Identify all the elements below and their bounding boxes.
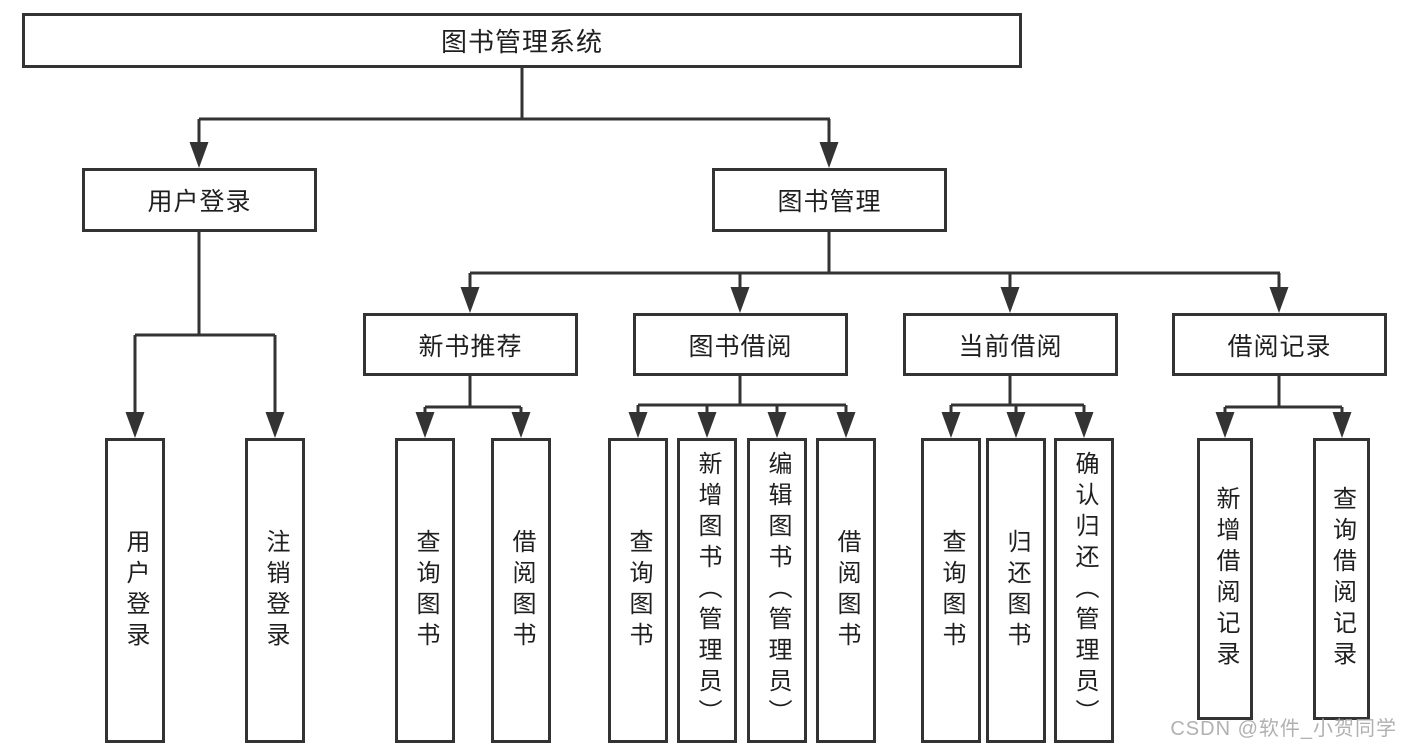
- leaf-label: 查询借阅记录: [1328, 486, 1356, 672]
- arrowhead-icon: [189, 142, 209, 168]
- leaf-label: 用户登录: [122, 528, 149, 653]
- leaf-borrow-books: 借阅图书: [816, 438, 876, 743]
- node-library-management-system: 图书管理系统: [22, 13, 1022, 68]
- leaf-label: 查询图书: [938, 528, 965, 653]
- arrowhead-icon: [1269, 287, 1289, 313]
- leaf-edit-book-admin: 编辑图书（管理员）: [747, 438, 807, 743]
- node-book-management: 图书管理: [712, 168, 947, 232]
- leaf-query-books-recommend: 查询图书: [395, 438, 455, 743]
- node-book-borrowing: 图书借阅: [633, 313, 848, 376]
- node-label: 用户登录: [147, 188, 252, 216]
- arrowhead-icon: [265, 412, 285, 438]
- node-label: 图书管理: [777, 188, 882, 216]
- leaf-add-borrow-record: 新增借阅记录: [1197, 438, 1253, 720]
- arrowhead-icon: [1332, 412, 1352, 438]
- leaf-label: 归还图书: [1003, 528, 1030, 653]
- node-user-login: 用户登录: [82, 168, 317, 232]
- arrowhead-icon: [730, 287, 750, 313]
- arrowhead-icon: [415, 412, 435, 438]
- arrowhead-icon: [125, 412, 145, 438]
- arrowhead-icon: [460, 287, 480, 313]
- leaf-add-book-admin: 新增图书（管理员）: [677, 438, 737, 743]
- arrowhead-icon: [1000, 287, 1020, 313]
- leaf-label: 借阅图书: [508, 528, 535, 653]
- node-label: 当前借阅: [958, 332, 1063, 361]
- leaf-label: 编辑图书（管理员）: [764, 451, 791, 730]
- leaf-label: 确认归还（管理员）: [1071, 451, 1098, 730]
- node-current-borrowing: 当前借阅: [903, 313, 1118, 376]
- arrowhead-icon: [767, 412, 787, 438]
- leaf-label: 注销登录: [262, 528, 289, 653]
- node-new-book-recommend: 新书推荐: [363, 313, 578, 376]
- arrowhead-icon: [511, 412, 531, 438]
- arrowhead-icon: [1215, 412, 1235, 438]
- arrowhead-icon: [628, 412, 648, 438]
- arrowhead-icon: [1074, 412, 1094, 438]
- leaf-query-books-borrow: 查询图书: [608, 438, 668, 743]
- leaf-confirm-return-admin: 确认归还（管理员）: [1054, 438, 1114, 743]
- arrowhead-icon: [836, 412, 856, 438]
- leaf-label: 新增图书（管理员）: [694, 451, 721, 730]
- leaf-label: 查询图书: [412, 528, 439, 653]
- leaf-label: 借阅图书: [833, 528, 860, 653]
- node-borrowing-records: 借阅记录: [1172, 313, 1387, 376]
- node-label: 图书借阅: [688, 332, 793, 361]
- leaf-query-borrow-record: 查询借阅记录: [1313, 438, 1370, 720]
- leaf-logout-login: 注销登录: [245, 438, 305, 743]
- csdn-watermark: CSDN @软件_小贺同学: [1170, 718, 1397, 740]
- leaf-return-book: 归还图书: [986, 438, 1046, 743]
- leaf-user-login: 用户登录: [105, 438, 165, 743]
- leaf-borrow-books-recommend: 借阅图书: [491, 438, 551, 743]
- node-label: 新书推荐: [418, 332, 523, 361]
- arrowhead-icon: [941, 412, 961, 438]
- leaf-label: 新增借阅记录: [1212, 486, 1239, 672]
- arrowhead-icon: [697, 412, 717, 438]
- arrowhead-icon: [1006, 412, 1026, 438]
- node-label: 图书管理系统: [440, 27, 603, 57]
- leaf-query-books-current: 查询图书: [921, 438, 981, 743]
- node-label: 借阅记录: [1227, 332, 1332, 361]
- arrowhead-icon: [819, 142, 839, 168]
- leaf-label: 查询图书: [625, 528, 652, 653]
